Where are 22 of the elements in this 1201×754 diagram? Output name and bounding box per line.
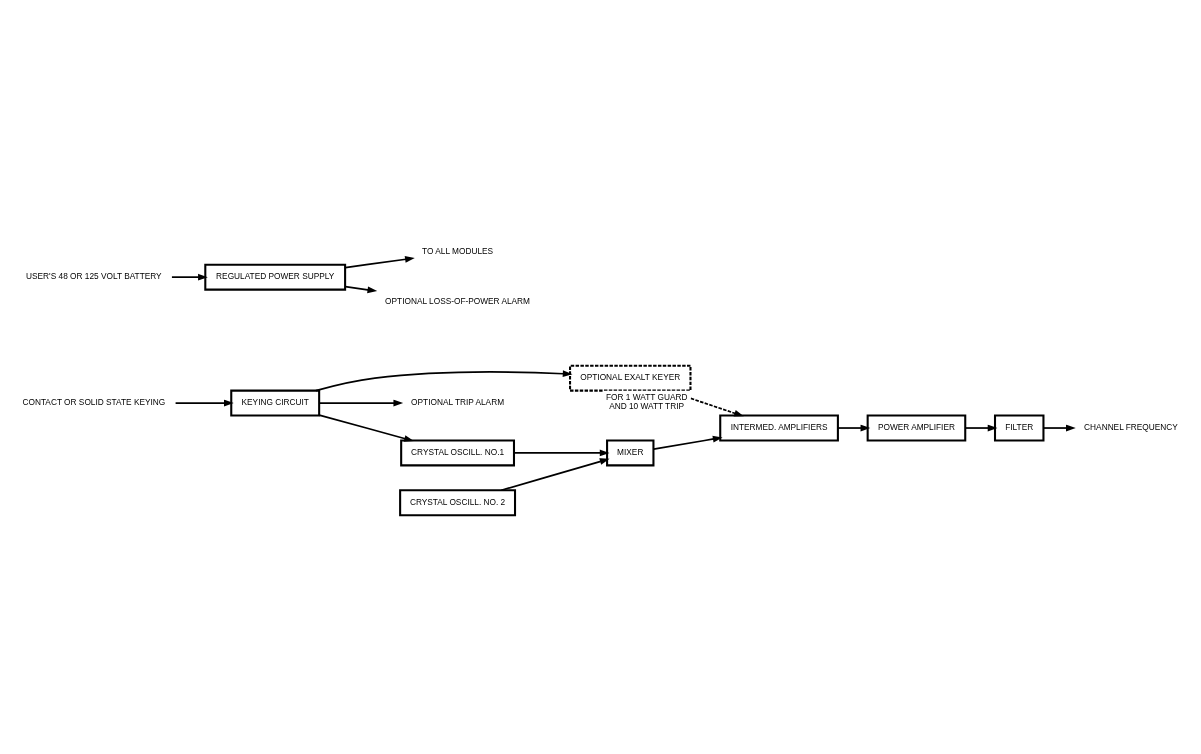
arrow [318, 399, 404, 406]
arrow [344, 255, 415, 268]
node-box: CRYSTAL OSCILL. NO.1 [400, 438, 516, 466]
node-text: CONTACT OR SOLID STATE KEYING [22, 396, 166, 407]
node-text: CHANNEL FREQUENCY [1084, 421, 1178, 432]
arrow [171, 273, 208, 281]
arrow [344, 285, 378, 293]
node-text: USER'S 48 OR 125 VOLT BATTERY [26, 270, 162, 281]
arrow [1042, 424, 1076, 431]
node-box: INTERMED. AMPLIFIERS [719, 414, 839, 442]
node-box: REGULATED POWER SUPPLY [204, 263, 347, 291]
node-text: TO ALL MODULES [422, 245, 494, 256]
node-box: FILTER [993, 414, 1045, 442]
node-box: MIXER [606, 438, 655, 466]
node-box: KEYING CIRCUIT [230, 389, 321, 417]
node-text: OPTIONAL TRIP ALARM [411, 396, 505, 407]
node-label: FOR 1 WATT GUARD AND 10 WATT TRIP [606, 391, 688, 411]
node-box: POWER AMPLIFIER [866, 414, 967, 442]
node-box: CRYSTAL OSCILL. NO. 2 [399, 488, 517, 516]
node-text: OPTIONAL LOSS-OF-POWER ALARM [385, 295, 531, 306]
arrow [652, 435, 723, 450]
arrow [174, 399, 234, 406]
